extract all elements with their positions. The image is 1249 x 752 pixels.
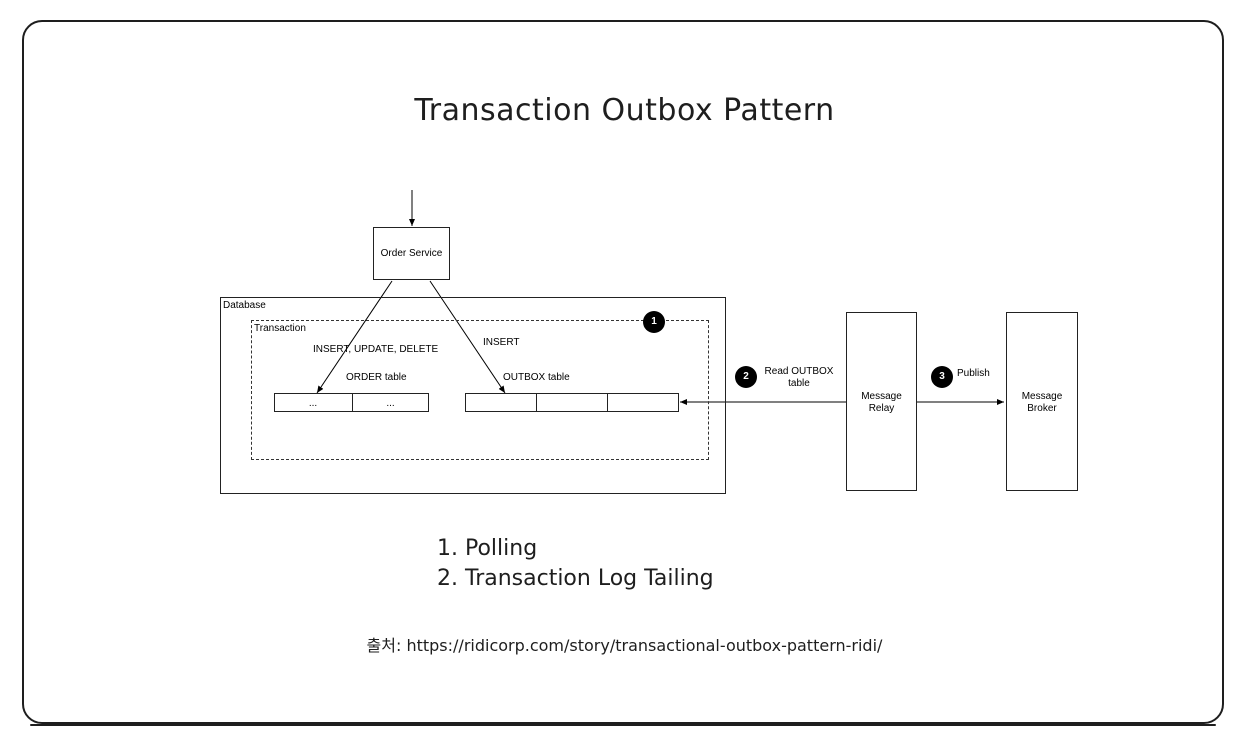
transaction-label: Transaction (254, 323, 306, 334)
publish-label: Publish (957, 368, 990, 379)
method-item: 2. Transaction Log Tailing (437, 566, 714, 591)
outbox-table-label: OUTBOX table (503, 372, 570, 383)
step-1-badge: 1 (643, 311, 665, 333)
outbox-table-divider (607, 393, 608, 412)
message-broker-box (1006, 312, 1078, 491)
source-citation: 출처: https://ridicorp.com/story/transacti… (366, 636, 883, 655)
order-table-arrow (316, 280, 393, 394)
database-label: Database (223, 300, 266, 311)
order-table-divider (352, 393, 353, 412)
order-table-label: ORDER table (346, 372, 407, 383)
order-table (274, 393, 429, 412)
slide-title: Transaction Outbox Pattern (414, 93, 835, 128)
insert-update-delete-label: INSERT, UPDATE, DELETE (313, 344, 439, 355)
step-2-badge: 2 (735, 366, 757, 388)
read-outbox-line: table (788, 378, 810, 389)
step-3-badge: 3 (931, 366, 953, 388)
outbox-table-arrow (429, 280, 506, 394)
order-service-label: Order Service (380, 248, 443, 259)
message-relay-label: Message Relay (846, 391, 917, 415)
insert-label: INSERT (483, 337, 520, 348)
order-table-cell: ... (308, 398, 318, 409)
outbox-table (465, 393, 679, 412)
order-table-cell: ... (386, 398, 395, 409)
transaction-boundary (251, 320, 709, 460)
order-service-box (373, 227, 450, 280)
message-broker-label: Message Broker (1006, 391, 1078, 415)
methods-list: 1. Polling 2. Transaction Log Tailing (437, 534, 714, 594)
database-box (220, 297, 726, 494)
outbox-table-divider (536, 393, 537, 412)
message-broker-line: Broker (1027, 403, 1057, 414)
read-outbox-label: Read OUTBOX table (758, 366, 840, 390)
read-outbox-line: Read OUTBOX (764, 366, 834, 377)
message-relay-line: Relay (868, 403, 895, 414)
method-item: 1. Polling (437, 536, 538, 561)
message-relay-box (846, 312, 917, 491)
message-relay-line: Message (861, 391, 902, 402)
message-broker-line: Message (1021, 391, 1063, 402)
card-shadow (30, 724, 1216, 726)
